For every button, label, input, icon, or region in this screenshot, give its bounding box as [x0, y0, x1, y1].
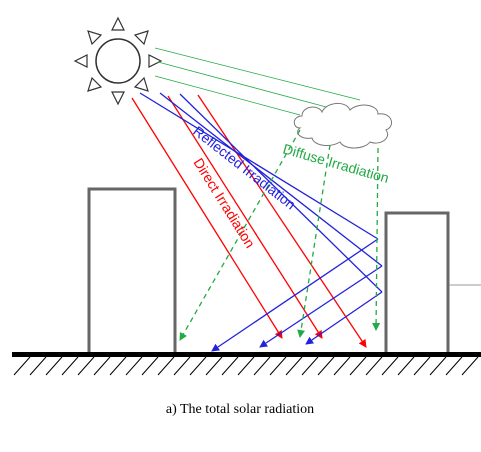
ground-hatching: [13, 356, 479, 376]
cloud-icon: [293, 103, 393, 149]
diffuse-irradiation-arrows: [179, 129, 381, 341]
figure-caption: a) The total solar radiation: [166, 402, 314, 417]
left-building: [87, 187, 177, 357]
diffuse-incoming-rays: [154, 47, 361, 116]
right-building: [384, 211, 450, 357]
direct-irradiation-arrows: [131, 94, 367, 348]
arrow-icon: [297, 144, 331, 338]
arrow-icon: [167, 95, 323, 339]
arrow-icon: [305, 291, 383, 345]
sun-icon: [73, 16, 163, 106]
arrow-icon: [197, 94, 367, 348]
arrow-icon: [131, 97, 283, 339]
arrow-icon: [372, 147, 381, 331]
diffuse-irradiation-label: Diffuse Irradiation: [281, 141, 391, 187]
arrow-icon: [179, 129, 301, 341]
arrow-icon: [211, 238, 379, 352]
ground-line: [12, 352, 481, 357]
arrow-icon: [259, 265, 383, 348]
